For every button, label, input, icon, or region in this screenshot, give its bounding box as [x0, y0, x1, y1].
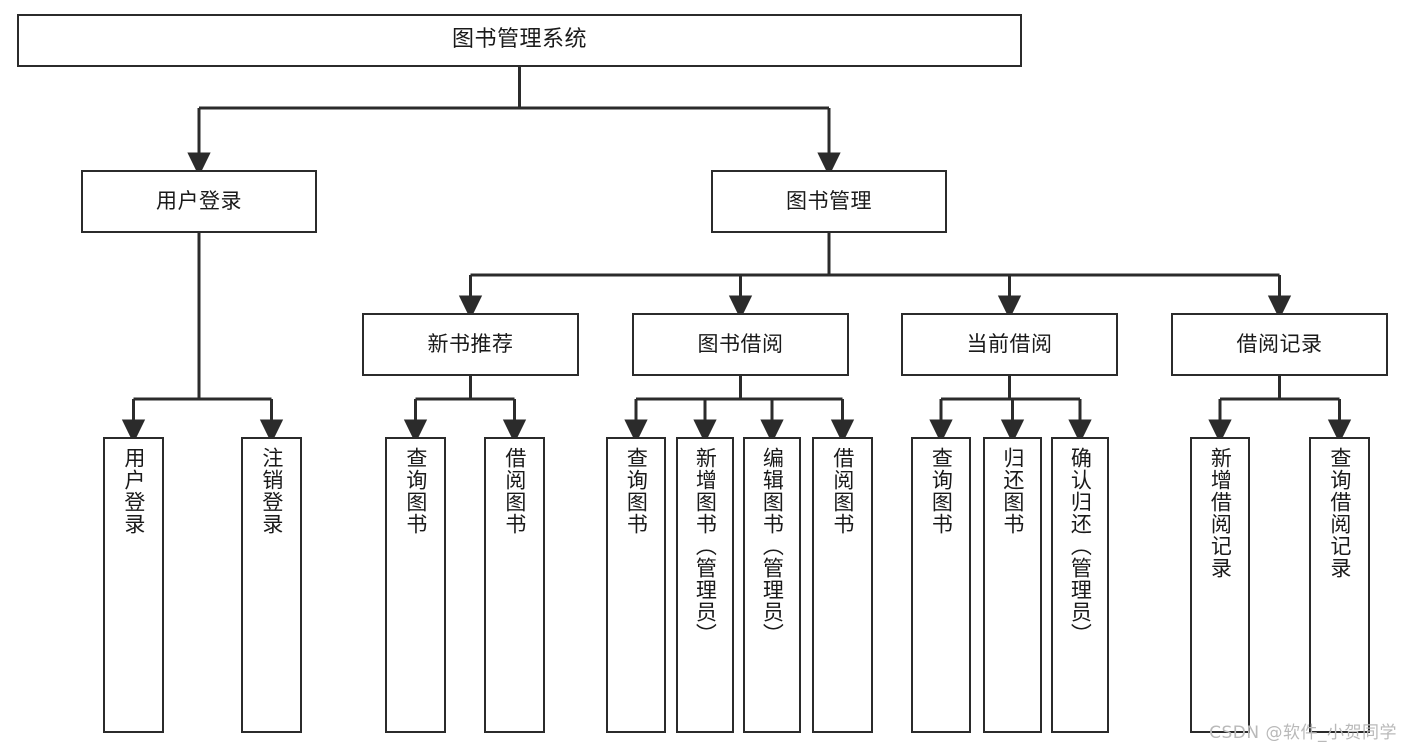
- node-new-book-rec[interactable]: 新书推荐: [362, 313, 579, 376]
- node-label: 新增图书（管理员）: [693, 447, 718, 645]
- node-label: 注销登录: [259, 447, 284, 535]
- node-leaf-user-logout[interactable]: 注销登录: [241, 437, 302, 733]
- watermark-text: CSDN @软件_小贺同学: [1209, 723, 1397, 743]
- node-label: 借阅图书: [502, 447, 527, 535]
- node-user-login[interactable]: 用户登录: [81, 170, 317, 233]
- node-label: 用户登录: [156, 188, 242, 213]
- node-leaf-edit-book-admin[interactable]: 编辑图书（管理员）: [743, 437, 801, 733]
- node-leaf-query-book-borrow[interactable]: 查询图书: [606, 437, 666, 733]
- node-label: 确认归还（管理员）: [1068, 447, 1093, 645]
- node-leaf-query-borrow-record[interactable]: 查询借阅记录: [1309, 437, 1370, 733]
- node-current-borrow[interactable]: 当前借阅: [901, 313, 1118, 376]
- node-leaf-confirm-return-admin[interactable]: 确认归还（管理员）: [1051, 437, 1109, 733]
- node-label: 新增借阅记录: [1208, 447, 1233, 579]
- node-label: 新书推荐: [427, 331, 514, 356]
- node-leaf-add-borrow-record[interactable]: 新增借阅记录: [1190, 437, 1250, 733]
- node-label: 查询图书: [929, 447, 954, 535]
- node-label: 图书管理系统: [451, 27, 587, 53]
- node-leaf-user-login[interactable]: 用户登录: [103, 437, 164, 733]
- node-leaf-add-book-admin[interactable]: 新增图书（管理员）: [676, 437, 734, 733]
- node-leaf-borrow-book[interactable]: 借阅图书: [812, 437, 873, 733]
- node-label: 图书借阅: [697, 331, 784, 356]
- node-label: 查询图书: [403, 447, 428, 535]
- node-leaf-return-book[interactable]: 归还图书: [983, 437, 1042, 733]
- node-label: 查询图书: [624, 447, 649, 535]
- node-borrow-record[interactable]: 借阅记录: [1171, 313, 1388, 376]
- node-label: 用户登录: [121, 447, 146, 535]
- node-root[interactable]: 图书管理系统: [17, 14, 1022, 67]
- edges: [121, 67, 1352, 444]
- node-label: 归还图书: [1000, 447, 1025, 535]
- node-label: 当前借阅: [966, 331, 1053, 356]
- node-label: 编辑图书（管理员）: [760, 447, 785, 645]
- node-label: 查询借阅记录: [1327, 447, 1352, 579]
- node-label: 借阅记录: [1236, 331, 1323, 356]
- node-leaf-query-book-cur[interactable]: 查询图书: [911, 437, 971, 733]
- node-label: 借阅图书: [830, 447, 855, 535]
- node-label: 图书管理: [786, 188, 872, 213]
- node-book-borrow[interactable]: 图书借阅: [632, 313, 849, 376]
- node-leaf-query-book-rec[interactable]: 查询图书: [385, 437, 446, 733]
- node-book-manage[interactable]: 图书管理: [711, 170, 947, 233]
- node-leaf-borrow-book-rec[interactable]: 借阅图书: [484, 437, 545, 733]
